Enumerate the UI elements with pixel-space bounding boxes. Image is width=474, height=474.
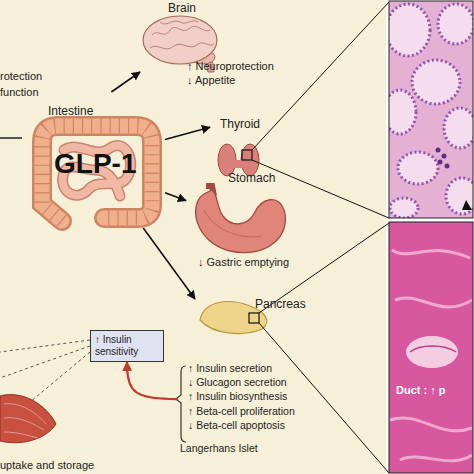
- follicle: [412, 60, 460, 104]
- effect-arrow: [143, 228, 195, 299]
- muscle: [0, 395, 56, 443]
- colon-haustra: [42, 126, 152, 221]
- organ-node: Stomach ↓ Gastric emptying: [186, 170, 300, 272]
- follicle: [444, 108, 473, 148]
- stomach-body: [196, 190, 286, 253]
- tissue: [389, 222, 473, 473]
- dashed-line: [0, 346, 90, 378]
- nucleus: [438, 160, 443, 165]
- tissue-streak: [390, 250, 472, 461]
- cut-text: rotection: [0, 70, 42, 83]
- cerebrum: [143, 16, 217, 64]
- effect-text: ↑ Insulin sensitivity: [95, 334, 159, 358]
- colon: [42, 126, 152, 221]
- brain-gyri: [150, 43, 214, 49]
- zoom-line: [252, 160, 389, 218]
- zoom-square: [242, 150, 252, 160]
- nucleus: [442, 154, 447, 159]
- intestine-drawing: [42, 126, 152, 221]
- organ-node: Pancreas: [195, 290, 305, 335]
- zoom-line: [252, 2, 389, 150]
- muscle-fibres: [4, 404, 46, 438]
- follicle: [398, 152, 438, 184]
- follicle: [446, 178, 473, 214]
- nucleus: [436, 148, 441, 153]
- follicle: [389, 90, 416, 134]
- effect-box: ↑ Insulin sensitivity: [90, 330, 164, 362]
- follicle: [389, 4, 430, 56]
- effect-text: ↑ Insulin secretion: [188, 362, 272, 374]
- thyroid-histology: [389, 1, 473, 218]
- stomach-fold: [204, 210, 262, 237]
- organ-node: Thyroid: [210, 118, 266, 180]
- pointer-arrow: [462, 200, 472, 210]
- organ-node: IntestineGLP-1: [20, 92, 165, 228]
- cut-text: uptake and storage: [0, 459, 94, 472]
- effect-list: ↑ Insulin secretion ↓ Glucagon secretion ↑…: [178, 360, 318, 458]
- brain-gyri: [160, 21, 198, 24]
- effect-text: ↓ Beta-cell apoptosis: [188, 419, 285, 431]
- panel-frame: [389, 1, 473, 218]
- colon: [42, 126, 152, 221]
- effect-arrow: [165, 127, 210, 139]
- effect-arrow: [165, 193, 186, 201]
- organ-name: Stomach: [228, 172, 275, 186]
- organ-name: Brain: [168, 2, 196, 16]
- dashed-leaders: [0, 340, 90, 402]
- effect-text: ↑ Insulin biosynthesis: [188, 390, 287, 402]
- panel-frame: [389, 222, 473, 473]
- effect-text: ↓ Glucagon secretion: [188, 376, 287, 388]
- organ-name: Intestine: [48, 105, 93, 119]
- nucleus: [445, 164, 450, 169]
- effect-text: ↓ Appetite: [187, 74, 235, 87]
- bracket: [176, 366, 186, 442]
- group-name: Langerhans Islet: [180, 442, 258, 454]
- dashed-line: [30, 352, 90, 402]
- leader-line: [0, 137, 22, 139]
- hormone-name: GLP-1: [54, 148, 136, 180]
- organ-node: Brain ↑ Neuroprotection↓ Appetite: [140, 0, 290, 90]
- pancreas-histology: [389, 222, 473, 473]
- organ-name: Pancreas: [255, 298, 306, 312]
- zoom-square: [249, 313, 259, 323]
- effect-text: ↓ Gastric emptying: [198, 256, 289, 269]
- stomach-drawing: [196, 186, 286, 253]
- duct: [406, 336, 458, 368]
- duct-wall: [410, 346, 456, 352]
- muscle-drawing: [0, 395, 56, 443]
- histology-label: Duct : ↑ p: [396, 384, 446, 397]
- cut-text: function: [0, 86, 39, 99]
- thyroid-isthmus: [232, 160, 245, 168]
- effect-text: ↑ Beta-cell proliferation: [188, 405, 295, 417]
- brain-gyri: [152, 26, 210, 35]
- effect-arrow: [111, 72, 140, 92]
- follicle: [390, 198, 418, 218]
- follicle: [438, 4, 473, 44]
- effect-text: ↑ Neuroprotection: [187, 60, 274, 73]
- feedback-arrow: [127, 362, 178, 399]
- organ-name: Thyroid: [220, 118, 260, 132]
- dashed-line: [0, 340, 90, 352]
